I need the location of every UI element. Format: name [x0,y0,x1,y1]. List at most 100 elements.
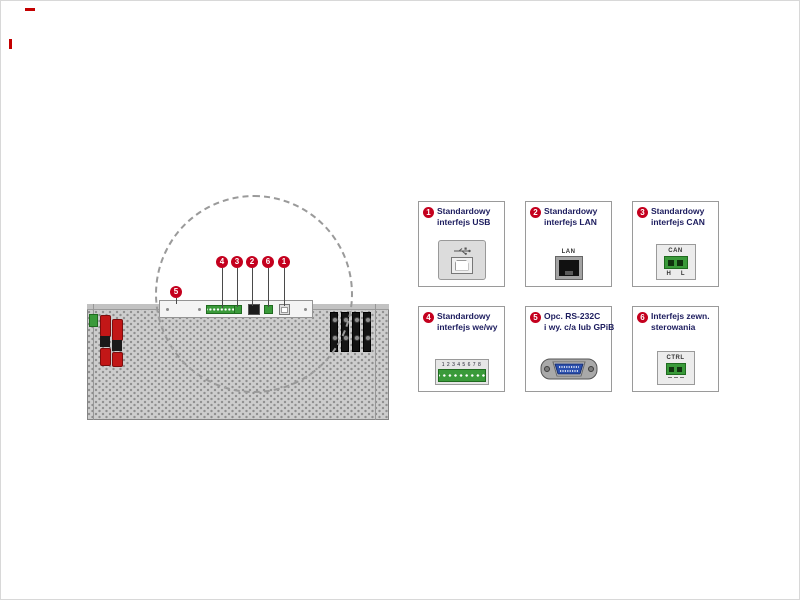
usb-port-icon [437,240,486,280]
ctrl-connector-icon: CTRL [656,351,695,385]
number-badge: 2 [530,207,541,218]
usb-trident-icon [453,247,471,255]
lan-label: LAN [561,249,576,255]
info-box-header: 2 Standardowy interfejs LAN [526,202,611,229]
terminal-base [100,336,110,347]
callout-badge-1: 1 [278,256,290,268]
info-box-can: 3 Standardowy interfejs CAN CAN H L [632,201,719,287]
callout-badge-2: 2 [246,256,258,268]
label-line1: Standardowy [651,206,705,216]
icon-area [419,240,504,280]
label-line2: interfejs USB [437,217,491,228]
ctrl-terminal-block [665,363,686,375]
bolt [365,317,371,323]
bolt [343,335,349,341]
info-box-ctrl: 6 Interfejs zewn. sterowania CTRL [632,306,719,392]
icon-area: CAN H L [633,244,718,280]
number-badge: 4 [423,312,434,323]
pin-label-l: L [680,271,685,277]
icon-area: 1 2 3 4 5 6 7 8 [419,359,504,385]
busbar [363,312,371,352]
bolt [354,335,360,341]
terminal-hole [667,259,674,266]
callout-badge-4: 4 [216,256,228,268]
gpib-connector-icon [540,358,597,380]
info-box-gpib: 5 Opc. RS-232C i wy. c/a lub GPiB [525,306,614,392]
left-bracket-divider [93,304,94,420]
label-line1: Interfejs zewn. [651,311,710,321]
number-badge: 3 [637,207,648,218]
sense-connector [89,314,98,327]
terminal-hole [676,366,682,372]
number-badge: 5 [530,312,541,323]
info-box-label: Standardowy interfejs CAN [651,206,705,229]
leader-line-1 [284,268,285,306]
can-pin-labels: H L [666,271,684,277]
terminal-base [112,340,122,351]
red-terminal-clip [112,319,123,341]
red-terminal-clip [100,348,111,366]
terminal-hole [669,366,675,372]
lan-socket-inner [558,260,579,276]
info-box-header: 6 Interfejs zewn. sterowania [633,307,718,334]
bolt [365,335,371,341]
icon-area: CTRL [633,351,718,385]
busbar [352,312,360,352]
label-line1: Standardowy [437,206,491,216]
info-box-label: Standardowy interfejs we/wy [437,311,497,334]
right-bracket-divider [375,304,376,420]
info-box-header: 4 Standardowy interfejs we/wy [419,307,504,334]
lan-socket [554,256,583,280]
info-box-header: 1 Standardowy interfejs USB [419,202,504,229]
info-box-label: Opc. RS-232C i wy. c/a lub GPiB [544,311,614,334]
usb-socket [450,256,473,274]
can-connector-icon: CAN H L [655,244,696,280]
usb-socket-inner [454,259,469,271]
label-line1: Standardowy [437,311,491,321]
info-box-label: Standardowy interfejs LAN [544,206,597,229]
crop-mark-left [9,39,12,49]
label-line2: interfejs we/wy [437,322,498,333]
label-line2: interfejs LAN [544,217,597,228]
callout-badge-3: 3 [231,256,243,268]
io-terminal-icon: 1 2 3 4 5 6 7 8 [434,359,489,385]
label-line2: interfejs CAN [651,217,705,228]
crop-mark-top [25,8,35,11]
can-label: CAN [668,248,683,254]
bolt [354,317,360,323]
callout-badge-5: 5 [170,286,182,298]
leader-line-6 [268,268,269,307]
number-badge: 1 [423,207,434,218]
label-line2: i wy. c/a lub GPiB [544,322,615,333]
leader-line-5 [176,298,177,304]
info-box-usb: 1 Standardowy interfejs USB [418,201,505,287]
highlight-circle [155,195,353,393]
label-line1: Standardowy [544,206,598,216]
red-terminal-clip [112,352,123,367]
can-terminal-block [663,256,688,269]
leader-line-4 [222,268,223,308]
label-line1: Opc. RS-232C [544,311,601,321]
label-line2: sterowania [651,322,696,333]
rj45-slot [564,271,573,275]
info-box-header: 5 Opc. RS-232C i wy. c/a lub GPiB [526,307,614,334]
leader-line-2 [252,268,253,306]
io-terminal-block [437,368,486,382]
lan-port-icon: LAN [554,249,583,280]
info-box-header: 3 Standardowy interfejs CAN [633,202,718,229]
leader-line-3 [237,268,238,307]
io-pin-numbers: 1 2 3 4 5 6 7 8 [441,361,482,368]
terminal-hole [677,259,684,266]
info-box-lan: 2 Standardowy interfejs LAN LAN [525,201,612,287]
callout-badge-6: 6 [262,256,274,268]
ctrl-label: CTRL [666,355,685,361]
ctrl-fine-print [667,377,684,378]
number-badge: 6 [637,312,648,323]
icon-area [526,353,611,385]
info-box-label: Standardowy interfejs USB [437,206,490,229]
info-box-io: 4 Standardowy interfejs we/wy 1 2 3 4 5 … [418,306,505,392]
info-box-label: Interfejs zewn. sterowania [651,311,710,334]
pin-label-h: H [666,271,671,277]
icon-area: LAN [526,249,611,280]
